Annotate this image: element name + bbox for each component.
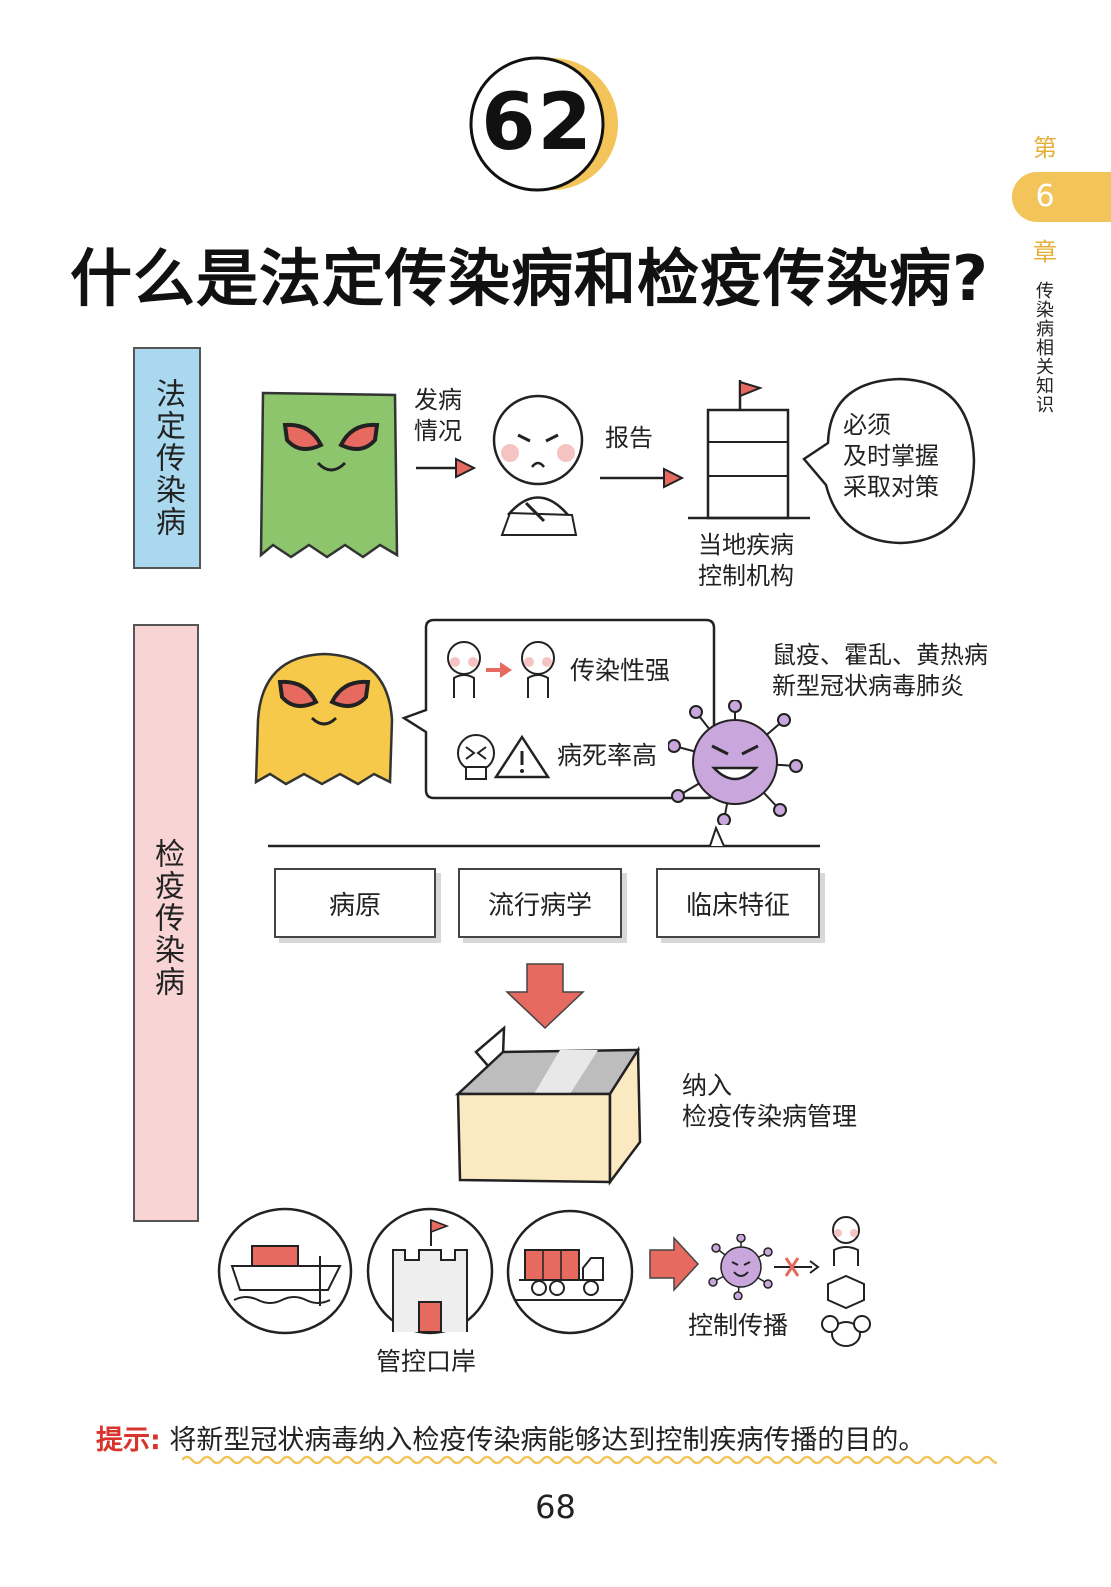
patient-icon [492,394,584,536]
question-number: 62 [481,78,594,168]
arrow-down-icon [505,963,585,1030]
criterion-clinical: 临床特征 [656,868,820,938]
tip: 提示: 将新型冠状病毒纳入检疫传染病能够达到控制疾病传播的目的。 [96,1418,1016,1457]
targets-icon [821,1216,871,1347]
blocked-arrow-icon [774,1257,820,1277]
criterion-epidemiology: 流行病学 [458,868,622,938]
page-title: 什么是法定传染病和检疫传染病? [70,242,989,315]
ship-icon [217,1207,353,1335]
quarantine-label: 检疫传染病 [133,624,199,1222]
port-label: 管控口岸 [376,1347,477,1376]
chapter-number: 6 [1035,179,1055,214]
trait-contagious: 传染性强 [570,656,671,685]
chapter-tab [1012,172,1111,222]
bubble-text: 必须 及时掌握 采取对策 [843,411,939,501]
statutory-label: 法定传染病 [133,347,201,569]
chapter-suffix: 章 [1033,238,1057,266]
control-label: 控制传播 [688,1311,789,1340]
page-number: 68 [535,1488,576,1526]
statutory-label-text: 法定传染病 [150,378,185,538]
small-virus-icon [708,1234,773,1300]
port-gate-icon [366,1207,494,1335]
arrow-right-icon [416,457,476,479]
speech-bubble [802,377,976,545]
skull-warning-icon [457,734,551,780]
divider-bracket [268,825,820,848]
tip-label: 提示: [96,1425,161,1456]
tip-text: 将新型冠状病毒纳入检疫传染病能够达到控制疾病传播的目的。 [169,1425,926,1456]
truck-icon [506,1209,634,1335]
arrow-right-icon [649,1236,700,1292]
criterion-pathogen: 病原 [274,868,436,938]
tip-wave-underline [182,1455,997,1465]
building-icon [688,380,810,520]
yellow-ghost-icon [254,652,394,786]
report-label: 报告 [605,424,653,452]
agency-label: 当地疾病 控制机构 [698,531,794,590]
virus-icon [668,700,803,825]
manage-label: 纳入 检疫传染病管理 [682,1071,858,1131]
disease-list: 鼠疫、霍乱、黄热病 新型冠状病毒肺炎 [772,641,988,700]
green-ghost-icon [259,391,399,559]
transmission-icon [447,641,555,698]
arrow-right-icon [600,467,685,489]
onset-label: 发病 情况 [414,386,462,445]
trait-fatal: 病死率高 [557,741,658,770]
chapter-subtitle: 传染病相关知识 [1036,281,1054,416]
chapter-badge [469,56,618,192]
quarantine-label-text: 检疫传染病 [149,838,184,998]
box-icon [454,1025,642,1186]
chapter-prefix: 第 [1033,134,1057,162]
